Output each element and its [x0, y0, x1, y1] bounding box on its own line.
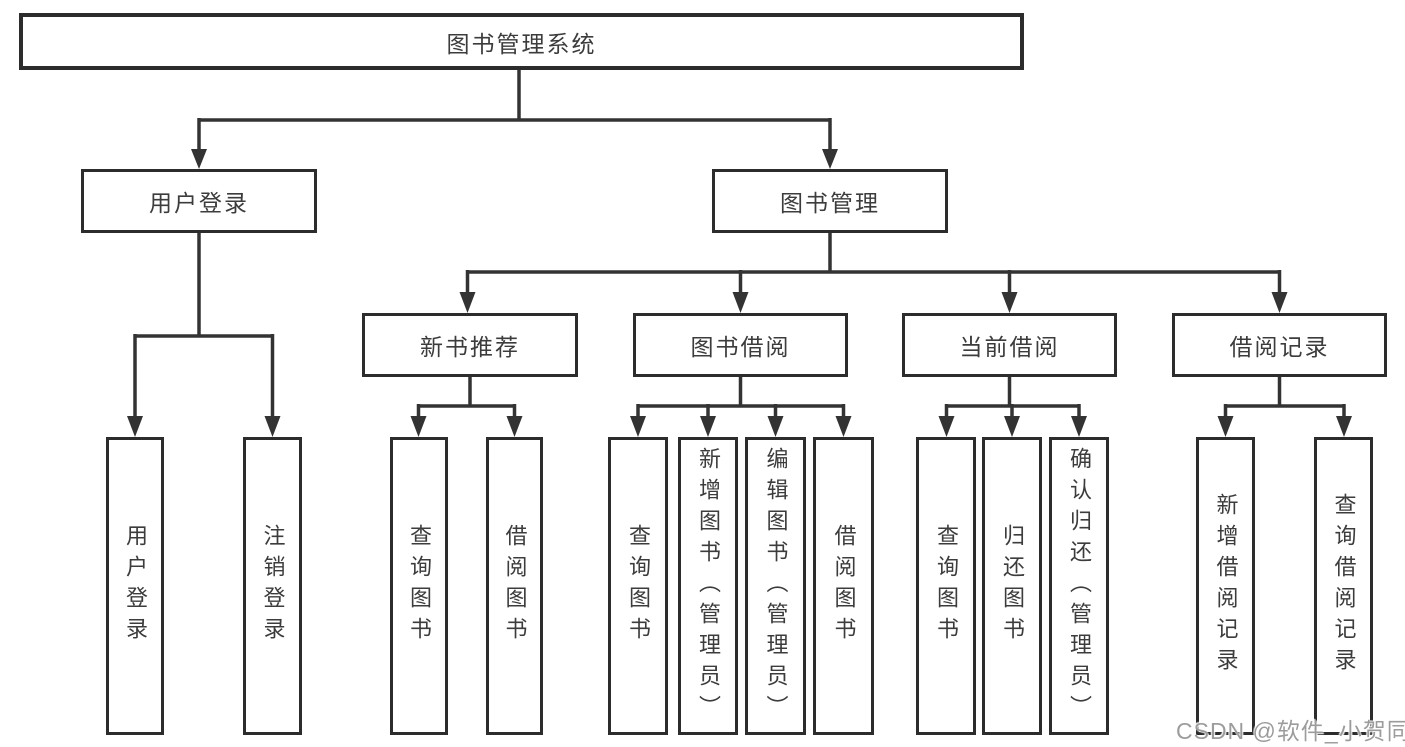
leaf-borrow-books-recommend: 借阅图书: [486, 437, 543, 735]
connector-new-book-recommend-children: [410, 377, 523, 437]
node-user-login: 用户登录: [81, 169, 317, 233]
leaf-logout: 注销登录: [243, 437, 302, 735]
arrow-down-icons: [938, 416, 1087, 437]
node-root: 图书管理系统: [19, 13, 1024, 70]
leaf-return-book: 归还图书: [982, 437, 1042, 735]
leaf-edit-book-admin-label: 编辑图书（管理员）: [763, 446, 789, 726]
node-book-management-label: 图书管理: [780, 190, 880, 216]
leaf-query-books-borrow: 查询图书: [608, 437, 668, 735]
leaf-user-login-label: 用户登录: [123, 524, 148, 648]
connector-lines: [636, 377, 846, 418]
connector-book-borrow-children: [630, 377, 852, 437]
leaf-query-borrow-record: 查询借阅记录: [1314, 437, 1373, 735]
arrow-down-icons: [127, 416, 281, 437]
leaf-borrow-books-label: 借阅图书: [831, 524, 857, 648]
connector-lines: [944, 377, 1081, 418]
node-root-label: 图书管理系统: [446, 30, 597, 57]
node-current-borrow-label: 当前借阅: [959, 334, 1060, 360]
node-new-book-recommend-label: 新书推荐: [420, 334, 520, 360]
leaf-query-books-recommend: 查询图书: [390, 437, 448, 735]
leaf-confirm-return-admin: 确认归还（管理员）: [1049, 437, 1109, 735]
connector-lines: [465, 233, 1282, 294]
arrow-down-icons: [459, 292, 1288, 313]
connector-lines: [416, 377, 517, 418]
leaf-logout-label: 注销登录: [260, 524, 286, 648]
connector-user-login-children: [127, 233, 281, 437]
leaf-add-borrow-record: 新增借阅记录: [1196, 437, 1255, 735]
watermark-text: CSDN @软件_小贺同学: [1176, 718, 1405, 744]
connector-root-to-level2: [191, 70, 838, 169]
leaf-add-book-admin-label: 新增图书（管理员）: [696, 446, 721, 726]
node-book-management: 图书管理: [712, 169, 948, 233]
leaf-return-book-label: 归还图书: [1000, 524, 1025, 648]
arrow-down-icons: [1217, 416, 1352, 437]
node-current-borrow: 当前借阅: [902, 313, 1117, 377]
arrow-down-icons: [630, 416, 852, 437]
connector-current-borrow-children: [938, 377, 1087, 437]
leaf-query-books-recommend-label: 查询图书: [407, 524, 432, 648]
arrow-down-icons: [191, 149, 838, 169]
leaf-query-books-current-label: 查询图书: [934, 524, 959, 648]
node-user-login-label: 用户登录: [149, 190, 249, 216]
node-borrow-records: 借阅记录: [1172, 313, 1387, 377]
leaf-query-books-borrow-label: 查询图书: [626, 524, 651, 648]
node-new-book-recommend: 新书推荐: [362, 313, 578, 377]
watermark: CSDN @软件_小贺同学: [1176, 712, 1405, 746]
leaf-borrow-books-recommend-label: 借阅图书: [502, 524, 528, 648]
leaf-add-borrow-record-label: 新增借阅记录: [1213, 493, 1239, 679]
connector-lines: [197, 70, 832, 151]
node-borrow-records-label: 借阅记录: [1229, 334, 1330, 360]
leaf-confirm-return-admin-label: 确认归还（管理员）: [1067, 446, 1092, 726]
leaf-borrow-books: 借阅图书: [813, 437, 874, 735]
leaf-query-books-current: 查询图书: [916, 437, 976, 735]
leaf-add-book-admin: 新增图书（管理员）: [678, 437, 738, 735]
node-book-borrow: 图书借阅: [633, 313, 848, 377]
connector-lines: [1223, 377, 1346, 418]
leaf-query-borrow-record-label: 查询借阅记录: [1331, 493, 1357, 679]
arrow-down-icons: [410, 416, 523, 437]
leaf-edit-book-admin: 编辑图书（管理员）: [745, 437, 806, 735]
node-book-borrow-label: 图书借阅: [690, 334, 791, 360]
connector-borrow-records-children: [1217, 377, 1352, 437]
connector-lines: [133, 233, 275, 418]
leaf-user-login: 用户登录: [106, 437, 164, 735]
connector-book-management-children: [459, 233, 1288, 313]
